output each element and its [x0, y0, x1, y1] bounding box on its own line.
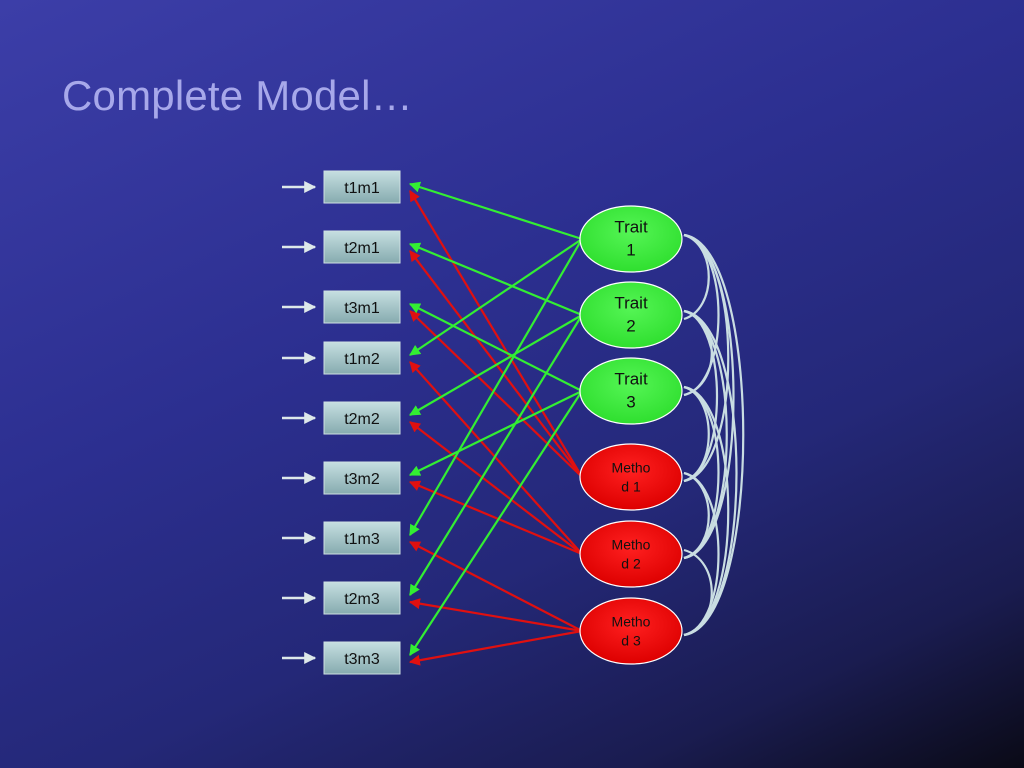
trait-label-trait1-line2: 1	[626, 241, 635, 260]
indicator-label-t2m2: t2m2	[344, 411, 380, 428]
loading-trait1-t1m2	[409, 238, 583, 356]
indicator-box-t1m1: t1m1	[323, 170, 401, 204]
method-arrows-layer	[408, 190, 583, 666]
method-node-method2: Metho d 2	[579, 520, 683, 588]
loading-trait3-t3m1	[409, 303, 583, 392]
indicator-box-t1m2: t1m2	[323, 341, 401, 375]
trait-label-trait2-line2: 2	[626, 317, 635, 336]
trait-node-trait2: Trait 2	[579, 281, 683, 349]
loading-method3-t1m3	[409, 541, 583, 632]
loading-method2-t2m2	[409, 421, 583, 555]
trait-node-trait3: Trait 3	[579, 357, 683, 425]
indicator-box-t3m3: t3m3	[323, 641, 401, 675]
indicator-box-t3m2: t3m2	[323, 461, 401, 495]
loading-trait2-t2m3	[409, 314, 583, 596]
indicator-label-t1m2: t1m2	[344, 351, 380, 368]
method-label-method2-line2: d 2	[621, 556, 641, 572]
indicator-label-t2m3: t2m3	[344, 591, 380, 608]
loading-trait3-t3m3	[409, 390, 583, 656]
method-label-method2-line1: Metho	[612, 537, 651, 553]
indicator-boxes-layer: t1m1 t2m1 t3m1 t1m2 t2m2 t3m2 t1m3 t2m3 t3m3	[323, 170, 401, 675]
method-node-method3: Metho d 3	[579, 597, 683, 665]
slide-title: Complete Model…	[62, 72, 413, 119]
trait-arrows-layer	[408, 181, 583, 656]
error-arrows-layer	[282, 181, 317, 664]
trait-label-trait2-line1: Trait	[614, 294, 648, 313]
correlations-layer	[683, 233, 745, 637]
trait-label-trait1-line1: Trait	[614, 218, 648, 237]
correlation-method1-method2	[683, 471, 710, 560]
trait-node-trait1: Trait 1	[579, 205, 683, 273]
loading-trait1-t1m1	[408, 181, 583, 241]
loading-trait2-t2m1	[408, 242, 583, 317]
correlation-trait2-method2	[683, 309, 728, 560]
loading-trait1-t1m3	[409, 238, 583, 536]
loading-method3-t2m3	[408, 598, 583, 633]
loading-method3-t3m3	[408, 629, 583, 666]
method-label-method3-line2: d 3	[621, 633, 641, 649]
method-node-method1: Metho d 1	[579, 443, 683, 511]
trait-label-trait3-line1: Trait	[614, 370, 648, 389]
trait-label-trait3-line2: 3	[626, 393, 635, 412]
indicator-label-t3m3: t3m3	[344, 651, 380, 668]
indicator-box-t2m1: t2m1	[323, 230, 401, 264]
indicator-box-t2m2: t2m2	[323, 401, 401, 435]
method-label-method3-line1: Metho	[612, 614, 651, 630]
indicator-box-t1m3: t1m3	[323, 521, 401, 555]
loading-trait2-t2m2	[409, 314, 583, 416]
correlation-method2-method3	[683, 548, 713, 637]
indicator-label-t1m1: t1m1	[344, 180, 380, 197]
loading-trait3-t3m2	[409, 390, 583, 476]
indicator-box-t3m1: t3m1	[323, 290, 401, 324]
indicator-label-t3m2: t3m2	[344, 471, 380, 488]
indicator-box-t2m3: t2m3	[323, 581, 401, 615]
indicator-label-t1m3: t1m3	[344, 531, 380, 548]
loading-method1-t3m1	[409, 310, 583, 478]
indicator-label-t3m1: t3m1	[344, 300, 380, 317]
correlation-trait2-method3	[683, 309, 738, 637]
correlation-trait2-trait3	[683, 309, 713, 397]
indicator-label-t2m1: t2m1	[344, 240, 380, 257]
method-label-method1-line1: Metho	[612, 460, 651, 476]
loading-method2-t1m2	[409, 361, 583, 555]
correlation-trait3-method2	[683, 385, 720, 560]
method-label-method1-line2: d 1	[621, 479, 641, 495]
loading-method2-t3m2	[408, 480, 583, 556]
loading-method1-t1m1	[409, 190, 583, 478]
